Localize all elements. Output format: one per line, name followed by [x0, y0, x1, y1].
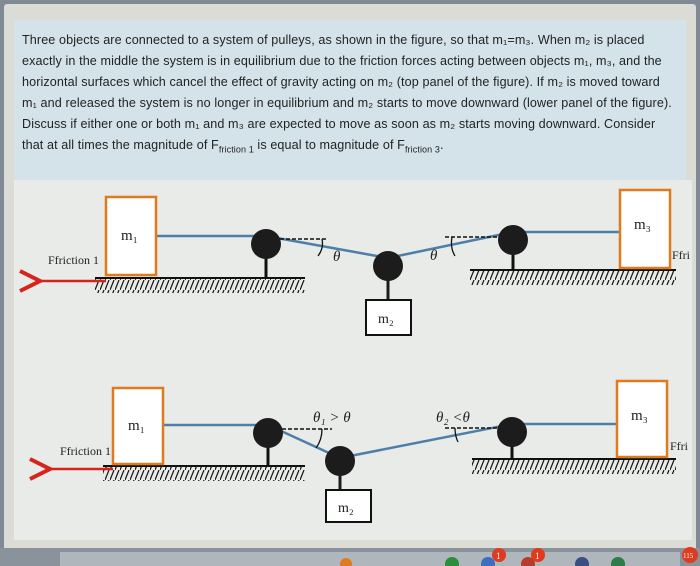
bottom-m1-block — [111, 386, 165, 466]
bottom-middle-pulley — [325, 446, 355, 476]
top-friction-left-label: Ffriction 1 — [48, 253, 99, 267]
top-m1-block — [104, 195, 158, 277]
taskbar-app-icon[interactable] — [445, 557, 459, 566]
bottom-friction-left-label: Ffriction 1 — [60, 444, 111, 458]
bottom-right-angle-arc — [454, 427, 459, 443]
top-m3-block — [618, 188, 672, 270]
friction1-symbol: F — [211, 138, 219, 152]
bottom-m3-block — [615, 379, 669, 459]
bottom-right-hatch — [472, 460, 676, 474]
top-right-theta: θ — [430, 248, 438, 264]
bottom-rope-right-diag — [339, 422, 513, 460]
top-middle-pulley — [373, 251, 403, 281]
top-m2-label: m₂ — [378, 312, 394, 327]
taskbar-badge — [531, 548, 545, 562]
taskbar-app-icon[interactable] — [340, 558, 352, 566]
top-scenario: m₁ m₃ m₂ θ θ Ffriction 1 Ffri — [40, 188, 691, 336]
question-text: Three objects are connected to a system … — [22, 30, 672, 161]
top-m3-label: m₃ — [634, 217, 651, 233]
top-rope-right-diag — [387, 230, 514, 260]
friction3-symbol: F — [397, 138, 405, 152]
taskbar-badge-c-text: 115 — [683, 552, 694, 560]
top-right-hatch — [470, 271, 676, 285]
top-m2-block — [365, 299, 412, 336]
top-left-angle-arc — [317, 238, 324, 257]
top-left-hatch — [95, 279, 305, 293]
bottom-m2-block — [325, 489, 372, 523]
friction1-subscript: friction 1 — [218, 144, 254, 155]
bottom-scenario: m₁ m₃ m₂ θ₁ > θ θ₂ <θ Ffriction 1 Ffri — [50, 379, 689, 523]
bottom-left-angle-arc — [315, 428, 323, 449]
bottom-friction-right-label: Ffri — [670, 439, 689, 453]
question-panel — [14, 20, 686, 180]
top-right-angle-arc — [450, 236, 456, 257]
taskbar-app-icon[interactable] — [521, 557, 535, 566]
top-friction-right-label: Ffri — [672, 248, 691, 262]
bottom-left-hatch — [103, 467, 305, 481]
bottom-left-theta: θ₁ > θ — [313, 410, 351, 426]
taskbar-app-icon[interactable] — [575, 557, 589, 566]
bottom-m2-label: m₂ — [338, 501, 354, 516]
taskbar-badge-a-text: 1 — [496, 551, 501, 561]
top-left-theta: θ — [333, 249, 341, 265]
question-end: . — [439, 138, 444, 152]
top-m1-label: m₁ — [121, 228, 138, 244]
question-mid: is equal to magnitude of — [253, 138, 398, 152]
bottom-m3-label: m₃ — [631, 408, 648, 424]
top-left-pulley — [251, 229, 281, 259]
question-body: m₁=m₃. When m₂ is placed exactly in the … — [22, 33, 672, 152]
bottom-right-pulley — [497, 417, 527, 447]
bottom-m1-label: m₁ — [128, 418, 145, 434]
taskbar-badge-b-text: 1 — [535, 551, 540, 561]
taskbar-badge — [682, 547, 698, 563]
friction3-subscript: friction 3 — [404, 144, 440, 155]
question-intro: Three objects are connected to a system … — [22, 33, 493, 47]
bottom-left-pulley — [253, 418, 283, 448]
taskbar-app-icon[interactable] — [611, 557, 625, 566]
bottom-right-theta: θ₂ <θ — [436, 410, 470, 426]
taskbar-badge — [492, 548, 506, 562]
taskbar-app-icon[interactable] — [481, 557, 495, 566]
top-right-pulley — [498, 225, 528, 255]
